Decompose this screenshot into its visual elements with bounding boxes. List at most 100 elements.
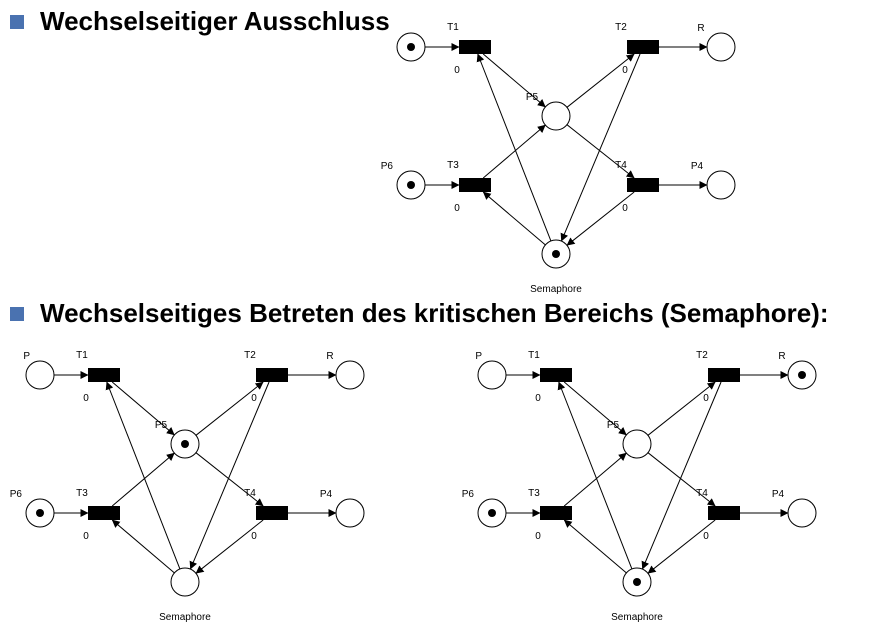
transition-weight: 0 bbox=[622, 65, 628, 76]
transition-weight: 0 bbox=[83, 531, 89, 542]
transition-weight: 0 bbox=[251, 393, 257, 404]
place-label: P4 bbox=[691, 161, 704, 172]
place-circle bbox=[477, 360, 507, 390]
transition-weight: 0 bbox=[535, 531, 541, 542]
transition-bar bbox=[88, 506, 120, 520]
place-p4: P4 bbox=[691, 161, 736, 200]
arc-s-t3 bbox=[563, 519, 627, 574]
arc-p5-t2 bbox=[566, 53, 635, 108]
place-circle bbox=[335, 498, 365, 528]
square-bullet-icon bbox=[10, 14, 24, 29]
arc-t4-s bbox=[566, 191, 635, 246]
transition-label: T2 bbox=[244, 350, 256, 361]
arc-t1-p5 bbox=[111, 381, 175, 436]
transition-label: T3 bbox=[528, 488, 540, 499]
transition-label: T4 bbox=[244, 488, 256, 499]
transition-bar bbox=[256, 506, 288, 520]
place-p6: P6 bbox=[10, 489, 55, 528]
transition-bar bbox=[88, 368, 120, 382]
token-icon bbox=[488, 509, 496, 517]
token-icon bbox=[181, 440, 189, 448]
arc-p5-t2 bbox=[647, 381, 716, 436]
transition-bar bbox=[256, 368, 288, 382]
token-icon bbox=[407, 43, 415, 51]
arc-s-t1 bbox=[557, 381, 633, 570]
transition-t2: T20 bbox=[615, 22, 659, 76]
place-circle bbox=[541, 101, 571, 131]
place-circle bbox=[25, 360, 55, 390]
place-label: P4 bbox=[320, 489, 333, 500]
transition-t4: T4 0 bbox=[244, 488, 288, 542]
place-circle bbox=[706, 170, 736, 200]
transition-label: T3 bbox=[76, 488, 88, 499]
arc-t3-p5 bbox=[482, 124, 546, 179]
place-r: R bbox=[697, 23, 736, 62]
transition-weight: 0 bbox=[622, 203, 628, 214]
token-icon bbox=[552, 250, 560, 258]
arc-p5-t4 bbox=[195, 452, 264, 507]
place-p5: P5 bbox=[155, 420, 200, 459]
heading-semaphore: Wechselseitiges Betreten des kritischen … bbox=[10, 298, 828, 329]
place-label: P6 bbox=[381, 161, 394, 172]
transition-weight: 0 bbox=[703, 393, 709, 404]
token-icon bbox=[407, 181, 415, 189]
place-label: R bbox=[697, 23, 704, 34]
transition-bar bbox=[459, 40, 491, 54]
transition-t3: T3 0 bbox=[76, 488, 120, 542]
token-icon bbox=[633, 578, 641, 586]
transition-bar bbox=[540, 506, 572, 520]
place-s: Semaphore bbox=[611, 567, 663, 623]
place-circle bbox=[622, 429, 652, 459]
arc-t2-s bbox=[560, 53, 641, 242]
arc-s-t3 bbox=[111, 519, 175, 574]
transition-weight: 0 bbox=[83, 393, 89, 404]
place-s: Semaphore bbox=[159, 567, 211, 623]
place-label: R bbox=[326, 351, 333, 362]
place-label: P5 bbox=[526, 92, 539, 103]
arc-p5-t4 bbox=[566, 124, 635, 179]
place-circle bbox=[170, 567, 200, 597]
heading-text: Wechselseitiger Ausschluss bbox=[40, 6, 390, 36]
arc-t4-s bbox=[647, 519, 716, 574]
place-label: P bbox=[23, 351, 30, 362]
transition-t4: T40 bbox=[615, 160, 659, 214]
transition-weight: 0 bbox=[251, 531, 257, 542]
place-s: Semaphore bbox=[530, 239, 582, 295]
transition-bar bbox=[708, 506, 740, 520]
arc-s-t3 bbox=[482, 191, 546, 246]
arc-s-t1 bbox=[476, 53, 552, 242]
place-p: P bbox=[23, 351, 55, 390]
arc-p5-t2 bbox=[195, 381, 264, 436]
place-label: P6 bbox=[462, 489, 475, 500]
transition-label: T4 bbox=[696, 488, 708, 499]
place-label: Semaphore bbox=[530, 284, 582, 295]
arc-t3-p5 bbox=[111, 452, 175, 507]
arc-t1-p5 bbox=[482, 53, 546, 108]
place-label: P5 bbox=[607, 420, 620, 431]
transition-weight: 0 bbox=[454, 203, 460, 214]
transition-bar bbox=[708, 368, 740, 382]
place-circle bbox=[335, 360, 365, 390]
transition-label: T2 bbox=[696, 350, 708, 361]
place-label: Semaphore bbox=[611, 612, 663, 623]
place-circle bbox=[787, 498, 817, 528]
transition-t2: T2 0 bbox=[244, 350, 288, 404]
transition-t3: T30 bbox=[447, 160, 491, 214]
place-label: R bbox=[778, 351, 785, 362]
place-p: P bbox=[475, 351, 507, 390]
transition-t4: T40 bbox=[696, 488, 740, 542]
transition-t3: T3 0 bbox=[528, 488, 572, 542]
place-circle bbox=[706, 32, 736, 62]
place-p5: P5 bbox=[526, 92, 571, 131]
place-p6: P6 bbox=[381, 161, 426, 200]
transition-bar bbox=[627, 178, 659, 192]
transition-t1: T10 bbox=[447, 22, 491, 76]
arc-t2-s bbox=[189, 381, 270, 570]
arc-s-t1 bbox=[105, 381, 181, 570]
arc-p5-t4 bbox=[647, 452, 716, 507]
place-label: P4 bbox=[772, 489, 785, 500]
place-label: P bbox=[475, 351, 482, 362]
